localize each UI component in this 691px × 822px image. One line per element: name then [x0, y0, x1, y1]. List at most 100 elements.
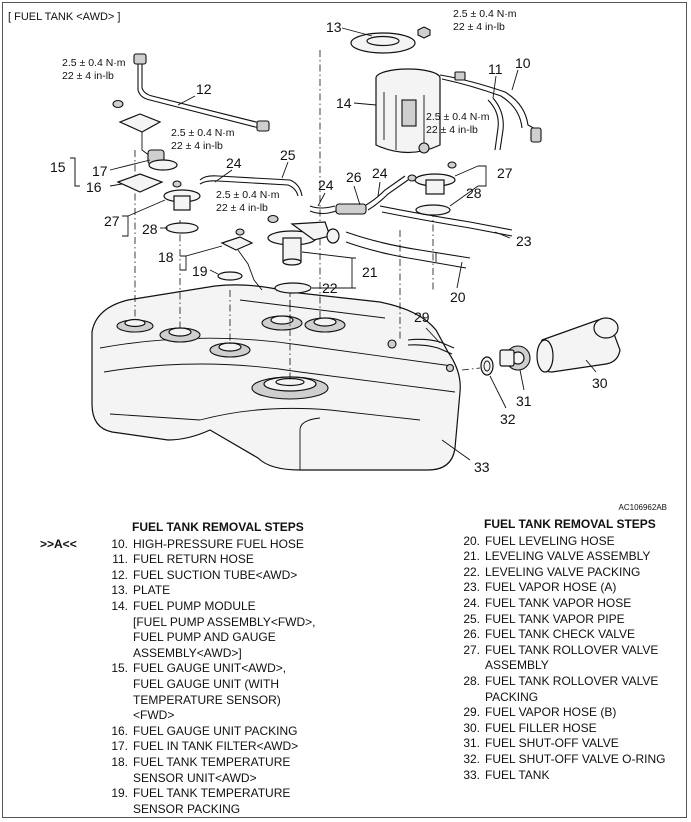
- step-number: 20.: [463, 533, 480, 548]
- removal-step: 20.FUEL LEVELING HOSE: [452, 534, 688, 550]
- removal-step: 13.PLATE: [40, 583, 360, 599]
- callout-28a: 28: [142, 221, 158, 237]
- step-mark: [40, 786, 92, 802]
- step-text: TEMPERATURE SENSOR): [133, 692, 281, 707]
- callout-numbers: 10 11 12 13 14 15 16 17 18 19 20 21 22 2…: [50, 19, 608, 475]
- plate: [350, 26, 431, 54]
- step-mark: [40, 708, 92, 724]
- step-mark: [40, 552, 92, 568]
- step-mark: [40, 568, 92, 584]
- removal-step: FUEL GAUGE UNIT (WITH: [40, 677, 360, 693]
- step-text: FUEL GAUGE UNIT<AWD>,: [133, 661, 287, 676]
- step-text: FUEL TANK TEMPERATURE: [133, 754, 291, 769]
- step-mark: [40, 724, 92, 740]
- removal-step: 22.LEVELING VALVE PACKING: [452, 565, 688, 581]
- step-text: FUEL TANK TEMPERATURE: [133, 786, 291, 801]
- callout-28b: 28: [466, 185, 482, 201]
- removal-step: 11.FUEL RETURN HOSE: [40, 552, 360, 568]
- fuel-gauge-unit: [112, 99, 178, 193]
- step-mark: >>A<<: [40, 536, 77, 551]
- step-number: 23.: [463, 580, 480, 595]
- diagram-header: [ FUEL TANK <AWD> ]: [8, 11, 121, 23]
- removal-step: >>A<<10.HIGH-PRESSURE FUEL HOSE: [40, 537, 360, 553]
- leveling-valve: [267, 221, 340, 294]
- removal-step: 21.LEVELING VALVE ASSEMBLY: [452, 549, 688, 565]
- step-text: FUEL GAUGE UNIT (WITH: [133, 676, 280, 691]
- torque-rollover-line2: 22 ± 4 in-lb: [426, 124, 478, 136]
- removal-steps-heading: FUEL TANK REMOVAL STEPS: [132, 520, 304, 534]
- callout-24b: 24: [318, 177, 334, 193]
- step-mark: [40, 661, 92, 677]
- step-text: FUEL TANK ROLLOVER VALVE: [485, 673, 659, 688]
- step-text: FUEL SHUT-OFF VALVE O-RING: [485, 751, 666, 766]
- callout-14: 14: [336, 95, 352, 111]
- step-mark: [40, 646, 92, 662]
- callout-27a: 27: [104, 213, 120, 229]
- removal-step: 25.FUEL TANK VAPOR PIPE: [452, 612, 688, 628]
- step-number: 16.: [111, 723, 128, 738]
- step-number: 12.: [111, 567, 128, 582]
- step-number: 33.: [463, 767, 480, 782]
- step-mark: [40, 599, 92, 615]
- step-text: FUEL GAUGE UNIT PACKING: [133, 723, 298, 738]
- step-number: 18.: [111, 754, 128, 769]
- temperature-sensor: [217, 228, 263, 291]
- fuel-suction-tube: [133, 53, 270, 132]
- callout-13: 13: [326, 19, 342, 35]
- callout-33: 33: [474, 459, 490, 475]
- torque-plate-line1: 2.5 ± 0.4 N·m: [453, 8, 517, 20]
- step-number: [92, 771, 133, 787]
- step-text: HIGH-PRESSURE FUEL HOSE: [133, 536, 304, 551]
- removal-steps-heading: FUEL TANK REMOVAL STEPS: [484, 517, 656, 531]
- step-mark: [40, 677, 92, 693]
- step-number: 11.: [112, 552, 128, 567]
- removal-steps-right: FUEL TANK REMOVAL STEPS 20.FUEL LEVELING…: [452, 517, 688, 783]
- leader-lines: [70, 27, 597, 461]
- step-number: 30.: [463, 720, 480, 735]
- step-text: LEVELING VALVE PACKING: [485, 564, 641, 579]
- removal-step: 12.FUEL SUCTION TUBE<AWD>: [40, 568, 360, 584]
- fuel-vapor-hose-a: [379, 205, 513, 237]
- torque-leveling-line2: 22 ± 4 in-lb: [216, 202, 268, 214]
- step-number: 25.: [463, 611, 480, 626]
- removal-step: 31.FUEL SHUT-OFF VALVE: [452, 736, 688, 752]
- step-text: ASSEMBLY<AWD>]: [133, 645, 242, 660]
- step-number: 29.: [463, 705, 480, 720]
- vapor-hoses: [199, 174, 417, 224]
- removal-step: 33. FUEL TANK: [452, 768, 688, 784]
- step-number: 15.: [111, 661, 128, 676]
- step-text: FUEL PUMP AND GAUGE: [133, 630, 276, 645]
- step-number: 24.: [463, 595, 480, 610]
- exploded-diagram: 2.5 ± 0.4 N·m 22 ± 4 in-lb 2.5 ± 0.4 N·m…: [50, 8, 621, 475]
- removal-step: FUEL PUMP AND GAUGE: [40, 630, 360, 646]
- installation-lines: [134, 50, 481, 380]
- step-text: SENSOR PACKING: [133, 801, 241, 816]
- removal-step: 14.FUEL PUMP MODULE: [40, 599, 360, 615]
- step-text: FUEL FILLER HOSE: [485, 720, 597, 735]
- step-mark: [40, 755, 92, 771]
- callout-23: 23: [516, 233, 532, 249]
- step-number: 32.: [463, 751, 480, 766]
- step-mark: [40, 802, 92, 818]
- rollover-valve-left: [163, 180, 201, 234]
- step-mark: [40, 771, 92, 787]
- removal-step: 24.FUEL TANK VAPOR HOSE: [452, 596, 688, 612]
- removal-steps-left: FUEL TANK REMOVAL STEPS >>A<<10.HIGH-PRE…: [40, 520, 360, 817]
- step-number: 31.: [463, 736, 480, 751]
- step-number: [92, 646, 133, 662]
- fuel-filler-hose: [536, 317, 621, 373]
- removal-step: 27.FUEL TANK ROLLOVER VALVE: [452, 643, 688, 659]
- step-text: FUEL TANK: [485, 767, 550, 782]
- step-number: [92, 615, 133, 631]
- torque-specs: 2.5 ± 0.4 N·m 22 ± 4 in-lb 2.5 ± 0.4 N·m…: [62, 8, 517, 214]
- callout-25: 25: [280, 147, 296, 163]
- removal-step: PACKING: [452, 690, 688, 706]
- fuel-leveling-hose: [345, 231, 471, 269]
- torque-leveling-line1: 2.5 ± 0.4 N·m: [216, 189, 280, 201]
- callout-10: 10: [515, 55, 531, 71]
- step-number: [92, 708, 133, 724]
- step-text: LEVELING VALVE ASSEMBLY: [485, 549, 651, 564]
- step-number: 26.: [463, 627, 480, 642]
- step-mark: [40, 583, 92, 599]
